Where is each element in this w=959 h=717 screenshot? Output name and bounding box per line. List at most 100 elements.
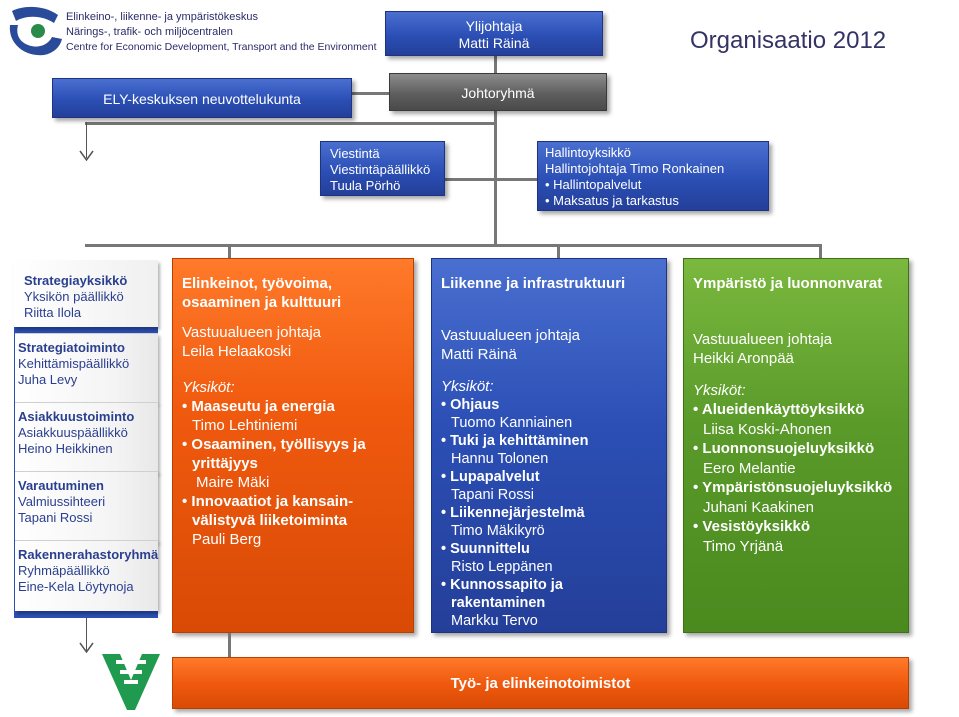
connector-director-board: [494, 56, 497, 74]
unit-role: Ryhmäpäällikkö: [18, 563, 110, 578]
page-title: Organisaatio 2012: [690, 27, 887, 54]
connector-col4: [819, 244, 822, 260]
viestinta-role: Viestintäpäällikkö: [330, 162, 431, 177]
unit-name: Juha Levy: [18, 372, 78, 387]
ymparisto-unit-title: Vesistöyksikkö: [693, 517, 907, 537]
arrow-down-left-icon: [79, 150, 94, 162]
liikenne-title: Liikenne ja infrastruktuuri: [441, 275, 626, 292]
liikenne-lead-label: Vastuualueen johtaja: [441, 327, 580, 344]
liikenne-unit-name: Risto Leppänen: [451, 559, 553, 575]
ymparisto-units-label: Yksiköt:: [693, 382, 746, 399]
viestinta-box: Viestintä Viestintäpäällikkö Tuula Pörhö: [320, 141, 445, 196]
connector-bottom: [228, 633, 231, 657]
unit-title: Asiakkuustoiminto: [18, 409, 135, 424]
liikenne-unit-title: Ohjaus: [441, 396, 663, 414]
liikenne-unit-name: Markku Tervo: [451, 613, 538, 629]
strategia-name: Riitta Ilola: [24, 305, 82, 320]
hallinto-item: • Hallintopalvelut: [545, 177, 642, 192]
unit-role: Kehittämispäällikkö: [18, 356, 130, 371]
arrow-line-bottom: [86, 612, 87, 652]
te-office-bar: Työ- ja elinkeinotoimistot: [172, 657, 909, 709]
strategia-header: Strategiayksikkö Yksikön päällikkö Riitt…: [14, 260, 158, 327]
logo-text: Elinkeino-, liikenne- ja ympäristökeskus…: [66, 10, 377, 55]
connector-staff-horizontal: [494, 178, 538, 181]
elinkeinot-unit-name: Timo Lehtiniemi: [192, 417, 298, 434]
liikenne-unit-name: Tuomo Kanniainen: [451, 415, 573, 431]
director-box: Ylijohtaja Matti Räinä: [385, 11, 603, 56]
strategia-title: Strategiayksikkö: [24, 273, 128, 288]
liikenne-unit-name: Tapani Rossi: [451, 487, 535, 503]
elinkeinot-unit-title: Maaseutu ja energia: [182, 397, 410, 416]
hallinto-title: Hallintoyksikkö: [545, 145, 631, 160]
liikenne-unit-title: Kunnossapito ja rakentaminen: [441, 576, 581, 612]
ymparisto-title: Ympäristö ja luonnonvarat: [693, 275, 883, 292]
viestinta-name: Tuula Pörhö: [330, 178, 401, 193]
unit-role: Valmiussihteeri: [18, 494, 106, 509]
council-box: ELY-keskuksen neuvottelukunta: [52, 78, 352, 118]
connector-strategia: [85, 244, 230, 247]
hallinto-box: Hallintoyksikkö Hallintojohtaja Timo Ron…: [537, 141, 769, 211]
ymparisto-content: Ympäristö ja luonnonvarat Vastuualueen j…: [693, 274, 907, 556]
strategia-unit: Asiakkuustoiminto Asiakkuuspäällikkö Hei…: [15, 402, 158, 473]
liikenne-unit-title: Suunnittelu: [441, 540, 663, 558]
viestinta-title: Viestintä: [330, 146, 380, 161]
hallinto-role: Hallintojohtaja Timo Ronkainen: [545, 161, 725, 176]
liikenne-unit-title: Tuki ja kehittäminen: [441, 432, 663, 450]
elinkeinot-units-label: Yksiköt:: [182, 379, 235, 396]
elinkeinot-unit-title: Innovaatiot ja kansain-välistyvä liiketo…: [182, 492, 392, 530]
unit-title: Varautuminen: [18, 478, 104, 493]
unit-title: Strategiatoiminto: [18, 340, 125, 355]
te-office-label: Työ- ja elinkeinotoimistot: [450, 675, 631, 692]
connector-main-horizontal: [85, 122, 495, 125]
liikenne-unit-title: Lupapalvelut: [441, 468, 663, 486]
elinkeinot-lead-label: Vastuualueen johtaja: [182, 324, 321, 341]
liikenne-units-label: Yksiköt:: [441, 378, 494, 395]
connector-columns-horizontal: [228, 244, 822, 247]
liikenne-content: Liikenne ja infrastruktuuri Vastuualueen…: [441, 274, 663, 630]
unit-name: Eine-Kela Löytynoja: [18, 579, 134, 594]
unit-name: Tapani Rossi: [18, 510, 93, 525]
hallinto-item: • Maksatus ja tarkastus: [545, 193, 679, 208]
te-logo-icon: [102, 654, 160, 710]
ymparisto-lead-label: Vastuualueen johtaja: [693, 331, 832, 348]
board-label: Johtoryhmä: [461, 85, 535, 101]
ymparisto-unit-name: Juhani Kaakinen: [703, 498, 814, 516]
strategia-unit: Rakennerahastoryhmä Ryhmäpäällikkö Eine-…: [15, 540, 158, 611]
ymparisto-unit-title: Luonnonsuojeluyksikkö: [693, 439, 907, 459]
ely-logo-icon: [9, 6, 62, 56]
board-box: Johtoryhmä: [389, 73, 607, 111]
ely-logo: [4, 3, 64, 59]
connector-col1: [228, 244, 231, 260]
logo-line-fi: Elinkeino-, liikenne- ja ympäristökeskus: [66, 11, 258, 23]
strategia-unit: Varautuminen Valmiussihteeri Tapani Ross…: [15, 471, 158, 542]
elinkeinot-unit-name: Maire Mäki: [196, 474, 270, 491]
unit-name: Heino Heikkinen: [18, 441, 113, 456]
ymparisto-unit-name: Eero Melantie: [703, 459, 796, 477]
strategia-unit: Strategiatoiminto Kehittämispäällikkö Ju…: [15, 333, 158, 403]
elinkeinot-title: Elinkeinot, työvoima, osaaminen ja kultt…: [182, 275, 342, 311]
unit-title: Rakennerahastoryhmä: [18, 547, 159, 562]
logo-line-en: Centre for Economic Development, Transpo…: [66, 41, 377, 53]
liikenne-unit-title: Liikennejärjestelmä: [441, 504, 663, 522]
director-title: Ylijohtaja: [465, 18, 523, 34]
elinkeinot-unit-title: Osaaminen, työllisyys ja yrittäjyys: [182, 435, 392, 473]
ymparisto-unit-name: Timo Yrjänä: [703, 537, 784, 555]
connector-council-board: [352, 92, 392, 95]
director-name: Matti Räinä: [458, 35, 530, 51]
liikenne-unit-name: Timo Mäkikyrö: [451, 523, 545, 539]
arrow-line-left: [86, 122, 87, 158]
elinkeinot-lead-name: Leila Helaakoski: [182, 343, 292, 360]
ymparisto-unit-title: Alueidenkäyttöyksikkö: [693, 400, 907, 420]
elinkeinot-unit-name: Pauli Berg: [192, 531, 262, 548]
elinkeinot-content: Elinkeinot, työvoima, osaaminen ja kultt…: [182, 274, 410, 549]
liikenne-unit-name: Hannu Tolonen: [451, 451, 549, 467]
arrow-down-bottom-icon: [79, 642, 94, 654]
connector-col3: [557, 244, 560, 260]
unit-role: Asiakkuuspäällikkö: [18, 425, 128, 440]
ymparisto-unit-title: Ympäristönsuojeluyksikkö: [693, 478, 907, 498]
council-label: ELY-keskuksen neuvottelukunta: [103, 91, 301, 107]
connector-staff-left: [445, 178, 495, 181]
ymparisto-lead-name: Heikki Aronpää: [693, 350, 794, 367]
strategia-role: Yksikön päällikkö: [24, 289, 124, 304]
te-logo: [100, 650, 162, 712]
